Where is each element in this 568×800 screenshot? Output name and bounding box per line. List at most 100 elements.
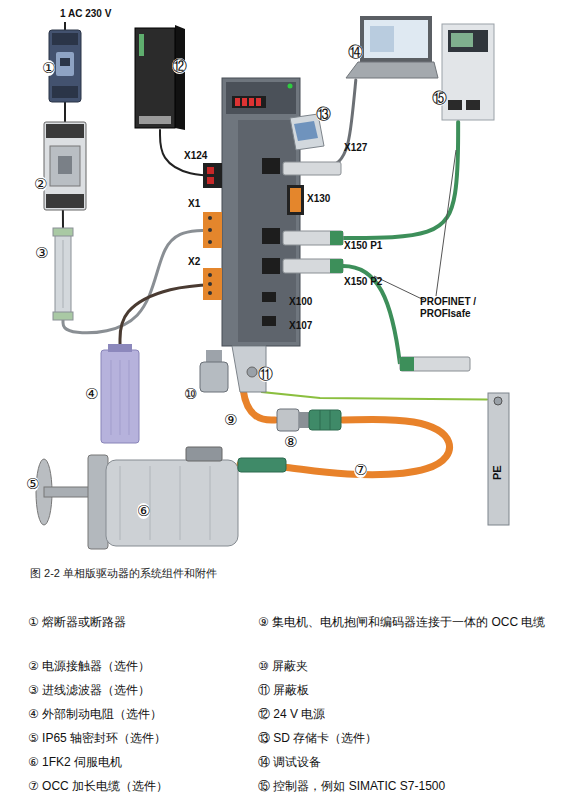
servo-drive-part: [288, 84, 293, 89]
servo-drive-part: [208, 291, 212, 295]
legend-text: ④ 外部制动电阻（选件）: [28, 707, 162, 721]
servo-drive-part: [330, 231, 343, 245]
servo-drive: [203, 78, 343, 346]
servo-motor: [36, 447, 286, 549]
connector-label: X150 P2: [344, 276, 382, 288]
legend-item: ⑫ 24 V 电源: [258, 704, 550, 725]
remote-network-plug-part: [400, 357, 470, 371]
servo-drive-part: [262, 228, 280, 244]
pe-busbar-part: [494, 397, 502, 405]
servo-drive-part: [262, 258, 280, 274]
callout-number: ⑬: [316, 106, 331, 122]
legend-text: ① 熔断器或断路器: [28, 615, 126, 629]
servo-drive-part: [283, 231, 343, 245]
shield-clamp-part: [200, 362, 228, 392]
servo-drive-part: [222, 78, 300, 346]
pe-busbar: [488, 393, 509, 525]
braking-resistor-part: [120, 360, 121, 435]
legend-text: ⑬ SD 存储卡（选件）: [258, 731, 377, 745]
braking-resistor-part: [108, 344, 132, 352]
cable-connector-line: [300, 122, 458, 238]
shield-plate-part: [247, 367, 257, 377]
line-filter: [53, 228, 73, 320]
servo-drive-part: [330, 259, 343, 273]
servo-motor-part: [180, 466, 181, 540]
x107-cable: [236, 318, 286, 346]
callout-number: ①: [42, 60, 55, 76]
cable-connector-part: [299, 412, 309, 428]
callout-number: ⑤: [26, 476, 39, 492]
connector-label: X127: [344, 142, 367, 154]
laptop-box: ⑭: [345, 15, 435, 80]
callout-number: ⑧: [284, 434, 297, 450]
servo-motor-part: [120, 466, 121, 540]
plc-controller-part: [451, 33, 473, 47]
callout-number: ⑨: [224, 412, 237, 428]
callout-number: ⑭: [348, 44, 363, 60]
laptop-part: [364, 20, 428, 58]
callout-number: ⑫: [172, 58, 187, 74]
callout-number: ⑩: [184, 386, 197, 402]
mains-feed-wire-part: [64, 22, 66, 32]
servo-drive-part: [238, 120, 296, 342]
servo-motor-part: [186, 447, 222, 461]
power-supply-24v-part: [175, 25, 185, 130]
figure-caption: 图 2-2 单相版驱动器的系统组件和附件: [30, 566, 217, 580]
cable-connector-line: [257, 347, 487, 400]
line-filter-part: [55, 230, 71, 318]
braking-resistor-part: [101, 350, 139, 443]
braking-resistor: [101, 344, 139, 443]
profinet-leader-line: [374, 150, 456, 300]
line-filter-part: [53, 312, 73, 320]
cable-connector-line: [62, 210, 64, 228]
servo-motor-part: [210, 466, 211, 540]
cable-connector-part: [309, 410, 341, 430]
servo-drive-box: X124X1X2X127X130X150 P1X150 P2X100X107: [222, 75, 300, 347]
power-contactor-part: [46, 194, 84, 208]
servo-drive-part: [262, 158, 280, 174]
circuit-breaker-part: [52, 33, 78, 45]
plc-controller-part: [448, 30, 488, 52]
legend-text: ⑦ OCC 加长电缆（选件）: [28, 779, 168, 793]
servo-drive-part: [203, 163, 222, 188]
power-supply-24v-part: [135, 28, 175, 128]
power-supply-24v-part: [139, 34, 144, 56]
servo-drive-part: [235, 98, 240, 106]
network-label: PROFINET / PROFIsafe: [420, 296, 515, 320]
legend-item: ① 熔断器或断路器: [28, 612, 253, 633]
servo-motor-part: [106, 460, 238, 546]
contactor-box: ②: [44, 122, 86, 210]
connector-label: X107: [289, 320, 312, 332]
legend-item: ④ 外部制动电阻（选件）: [28, 704, 253, 725]
legend-item: ⑤ IP65 轴密封环（选件）: [28, 728, 253, 749]
servo-drive-part: [207, 167, 214, 174]
connector-label: X100: [289, 296, 312, 308]
legend-item: ③ 进线滤波器（选件）: [28, 680, 253, 701]
pe-busbar-part: [488, 393, 509, 525]
servo-drive-part: [208, 228, 212, 232]
servo-drive-part: [262, 292, 276, 302]
supply-voltage-label: 1 AC 230 V: [60, 8, 111, 20]
legend-text: ② 电源接触器（选件）: [28, 659, 150, 673]
servo-drive-part: [208, 282, 212, 286]
x107-cable-part: [236, 318, 286, 346]
servo-drive-part: [262, 316, 276, 326]
sd-card-box: ⑬: [288, 113, 324, 149]
circuit-breaker-part: [52, 86, 78, 98]
line-filter-box: ③: [52, 228, 74, 320]
busbar-label: PE: [491, 465, 504, 480]
braking-resistor-part: [129, 360, 130, 435]
servo-drive-part: [242, 98, 247, 106]
power-contactor-part: [50, 146, 80, 186]
mains-feed-wire: [65, 22, 66, 32]
servo-drive-part: [232, 96, 266, 108]
cable-connector-line: [240, 419, 450, 474]
profinet-p2-cable-part: [343, 266, 400, 364]
servo-drive-part: [207, 177, 214, 184]
servo-motor-part: [88, 455, 108, 549]
legend-text: ⑤ IP65 轴密封环（选件）: [28, 731, 166, 745]
servo-drive-part: [249, 98, 254, 106]
callout-number: ④: [85, 386, 98, 402]
